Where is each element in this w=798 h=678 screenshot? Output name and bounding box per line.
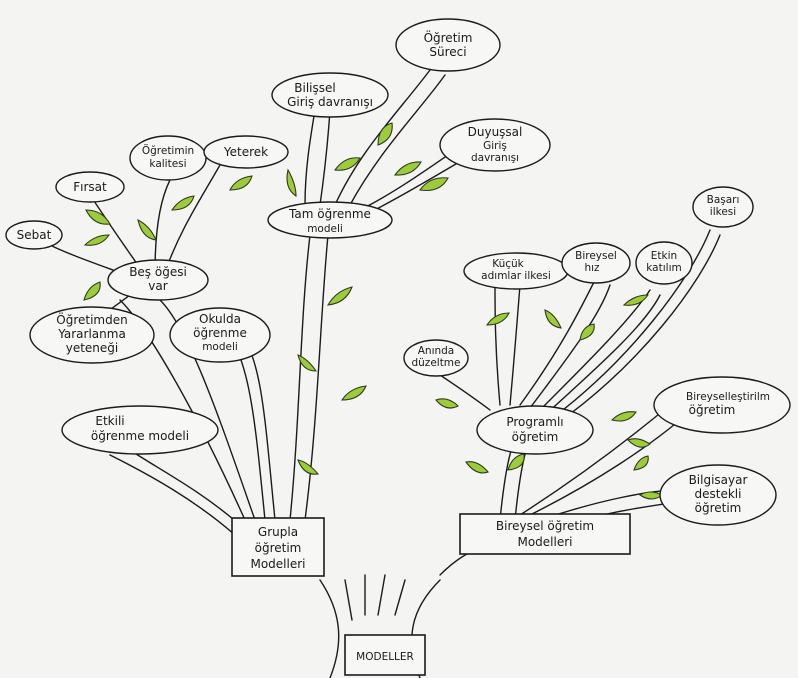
node-bireysellestirilmis: Bireyselleştirilm öğretim: [653, 376, 791, 434]
node-bes-ogesi: Beş öğesi var: [107, 259, 209, 301]
node-label: adımlar ilkesi: [481, 270, 551, 282]
node-label: Duyuşsal: [468, 125, 523, 139]
node-label: Öğretim: [424, 29, 473, 45]
node-label: Yeterek: [223, 145, 268, 159]
node-aninda-duzeltme: Anında düzeltme: [403, 339, 469, 377]
node-label: kalitesi: [149, 158, 186, 170]
node-bilgisayar-destekli: Bilgisayar destekli öğretim: [659, 464, 777, 526]
root-node: MODELLER: [344, 634, 426, 676]
node-yeterek: Yeterek: [203, 135, 289, 169]
node-label: öğretim: [512, 430, 559, 444]
node-label: Etkili: [95, 414, 124, 428]
node-etkin-katilim: Etkin katılım: [635, 241, 693, 285]
node-label: öğrenme modeli: [91, 429, 189, 443]
node-label: Bilişsel: [294, 81, 335, 95]
node-label: Öğretimden: [56, 311, 127, 327]
node-label: öğrenme: [193, 326, 247, 340]
node-label: düzeltme: [411, 357, 460, 369]
node-label: yeteneği: [66, 341, 119, 355]
node-label: Etkin: [651, 250, 677, 262]
node-firsat: Fırsat: [55, 171, 125, 203]
node-sebat: Sebat: [5, 220, 63, 250]
node-label: hız: [584, 262, 600, 274]
node-label: Sebat: [17, 228, 52, 242]
node-label: ilkesi: [710, 206, 736, 218]
node-bireysel-hiz: Bireysel hız: [561, 242, 631, 284]
node-okulda-ogrenme: Okulda öğrenme modeli: [169, 307, 271, 363]
grup-line3: Modelleri: [250, 557, 305, 571]
node-label: Başarı: [707, 194, 740, 206]
grup-line2: öğretim: [255, 541, 302, 555]
grup-ogretim-node: Grupla öğretim Modelleri: [231, 517, 325, 577]
node-label: modeli: [202, 341, 238, 353]
bireysel-ogretim-node: Bireysel öğretim Modelleri: [459, 513, 631, 555]
node-duyussal: Duyuşsal Giriş davranışı: [439, 118, 551, 172]
node-label: öğretim: [695, 501, 742, 515]
node-label: öğretim: [689, 403, 736, 417]
node-label: Bireyselleştirilm: [686, 391, 770, 403]
node-kucuk-adimlar: Küçük adımlar ilkesi: [463, 252, 569, 290]
root-label: MODELLER: [356, 651, 414, 663]
node-label: Anında: [418, 345, 455, 357]
node-tam-ogrenme: Tam öğrenme modeli: [267, 201, 393, 239]
node-label: Giriş davranışı: [287, 95, 373, 109]
node-ogretim-sureci: Öğretim Süreci: [395, 18, 501, 72]
node-label: Okulda: [199, 312, 241, 326]
node-etkili-ogrenme: Etkili öğrenme modeli: [61, 405, 219, 455]
bireysel-line2: Modelleri: [517, 535, 572, 549]
node-label: Giriş: [483, 140, 507, 152]
node-bilissel: Bilişsel Giriş davranışı: [271, 72, 389, 118]
node-label: davranışı: [471, 152, 519, 164]
node-label: katılım: [646, 262, 681, 274]
node-ogretimden-yararlanma: Öğretimden Yararlanma yeteneği: [29, 306, 155, 364]
node-label: Bilgisayar: [689, 473, 748, 487]
node-label: Süreci: [429, 45, 466, 59]
node-basari: Başarı ilkesi: [692, 186, 754, 228]
node-ogretim-kalitesi: Öğretimin kalitesi: [129, 135, 207, 181]
node-label: Küçük: [492, 258, 524, 270]
node-label: Öğretimin: [142, 144, 194, 157]
node-label: Tam öğrenme: [288, 207, 371, 221]
node-label: Bireysel: [575, 250, 617, 262]
node-label: destekli: [695, 487, 742, 501]
node-label: var: [148, 279, 167, 293]
node-label: Fırsat: [73, 180, 107, 194]
node-programli: Programlı öğretim: [476, 405, 594, 455]
node-label: Beş öğesi: [129, 265, 187, 279]
node-label: modeli: [307, 223, 343, 235]
node-label: Programlı: [506, 415, 563, 429]
node-label: Yararlanma: [57, 327, 126, 341]
grup-line1: Grupla: [258, 525, 298, 539]
bireysel-line1: Bireysel öğretim: [496, 519, 594, 533]
leaves: [83, 122, 664, 500]
